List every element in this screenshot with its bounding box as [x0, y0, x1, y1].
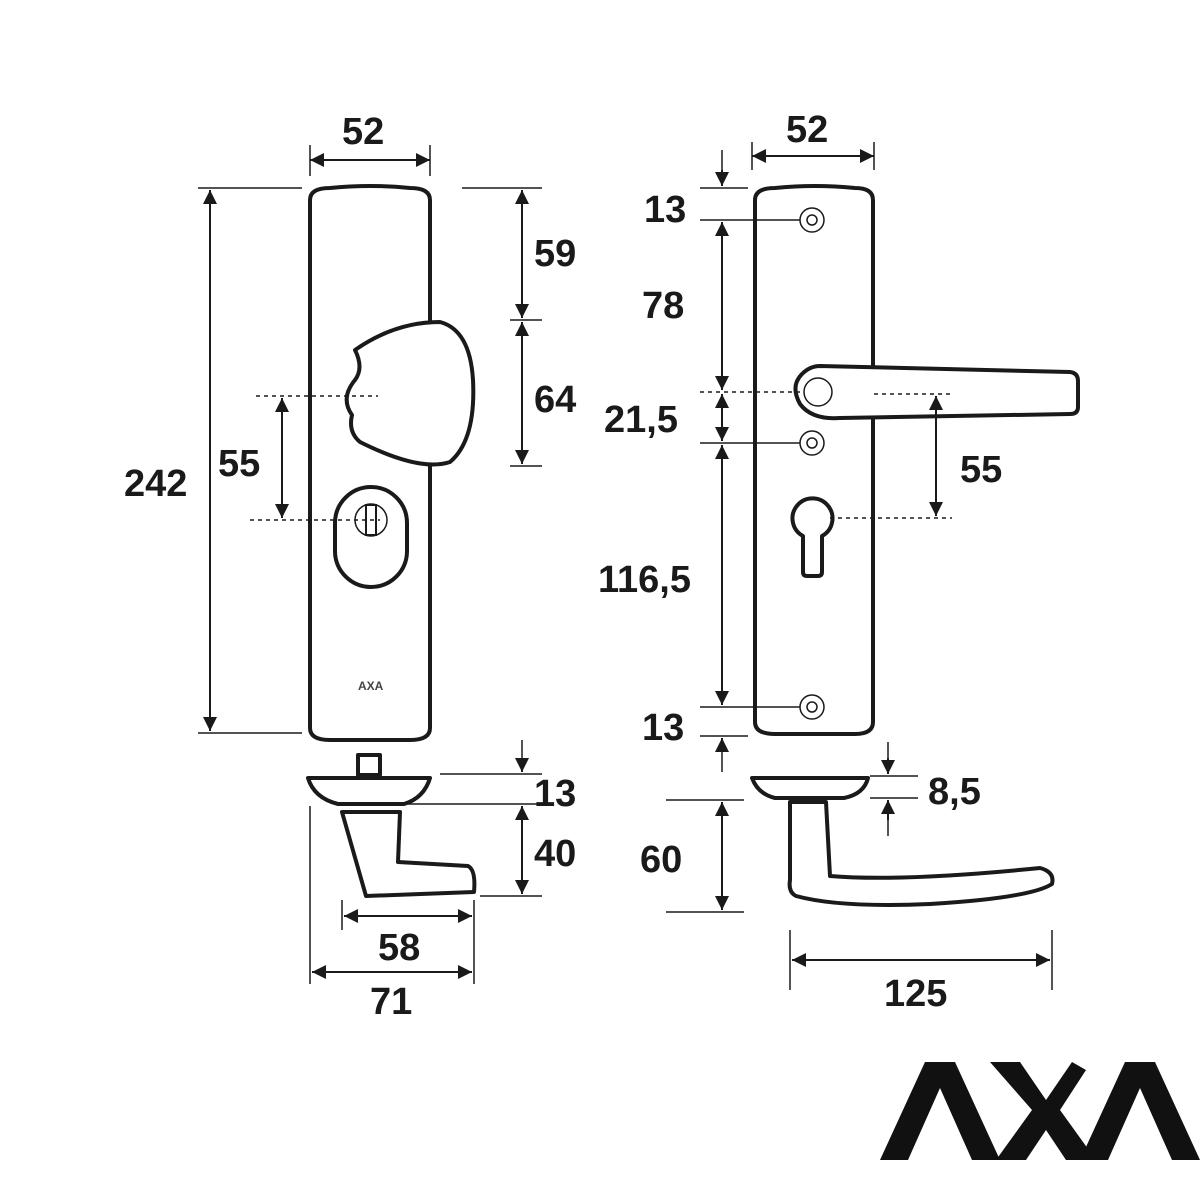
dim-right-screw-bottom: 13	[642, 707, 684, 749]
left-key-stem	[356, 753, 382, 777]
dim-left-depth-inner: 58	[378, 927, 420, 969]
axa-logo	[880, 1062, 1200, 1160]
lever-profile	[787, 800, 1055, 907]
security-knob	[344, 320, 476, 467]
left-view: AXA 52 242 59 64 55 13	[124, 111, 576, 1023]
lever-handle	[793, 364, 1080, 421]
dim-left-knob-height: 64	[534, 379, 576, 421]
dim-left-height: 242	[124, 463, 187, 505]
dim-left-center: 55	[218, 443, 260, 485]
right-view: 52 13 78 21,5 116,5 13 55 8,5	[598, 109, 1080, 1015]
dim-right-width: 52	[786, 109, 828, 151]
cylinder-cover	[333, 485, 409, 589]
dim-right-center: 55	[960, 449, 1002, 491]
dim-left-projection: 40	[534, 833, 576, 875]
right-rose	[750, 776, 870, 800]
dim-right-to-handle: 78	[642, 285, 684, 327]
keyhole	[790, 496, 835, 578]
dim-right-handle-to-screw: 21,5	[604, 399, 678, 441]
dim-left-depth-total: 71	[370, 981, 412, 1023]
dim-right-length: 125	[884, 973, 947, 1015]
dim-right-rose: 8,5	[928, 771, 981, 813]
dim-left-knob-offset: 59	[534, 233, 576, 275]
left-knob-profile	[340, 810, 477, 898]
dim-right-to-bottom-screw: 116,5	[598, 559, 691, 601]
dim-left-width: 52	[342, 111, 384, 153]
left-rose	[306, 776, 432, 806]
dim-left-rose: 13	[534, 773, 576, 815]
dim-right-projection: 60	[640, 839, 682, 881]
right-backplate	[753, 184, 875, 736]
plate-logo: AXA	[358, 679, 384, 693]
dim-right-screw-top: 13	[644, 189, 686, 231]
left-backplate	[308, 184, 432, 742]
